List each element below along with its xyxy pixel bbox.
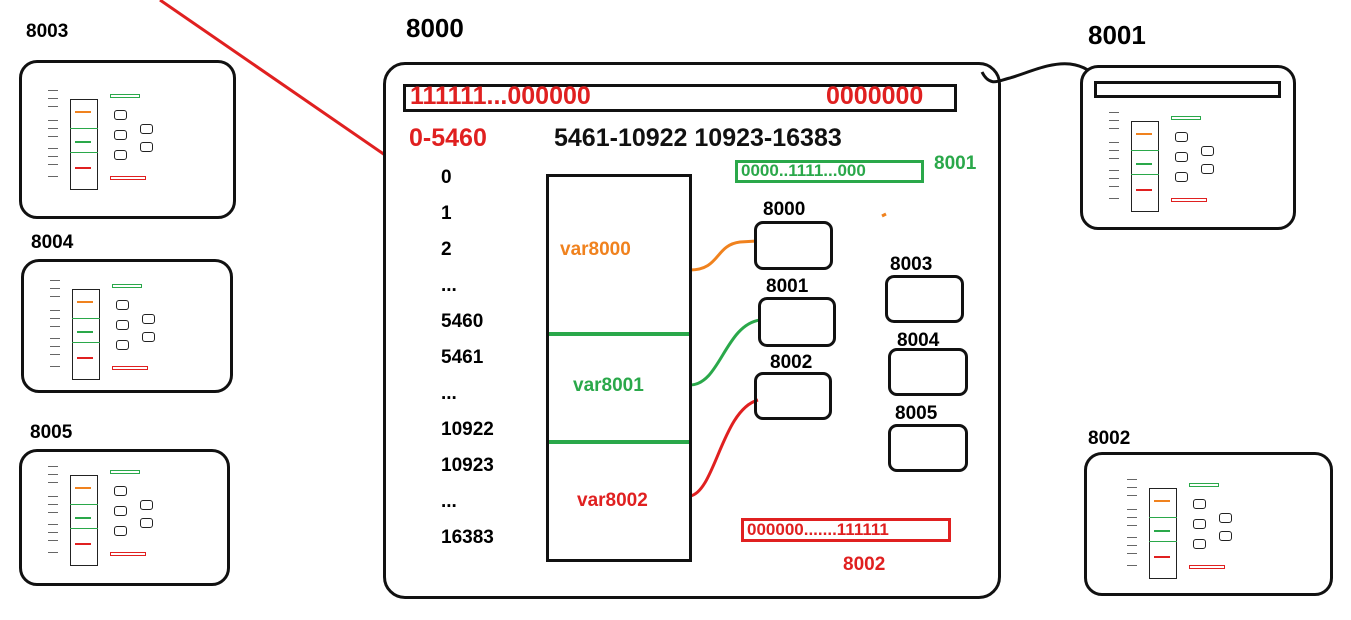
slot-bitmap-right: 0000000 bbox=[826, 82, 924, 110]
other-node-label-8005: 8005 bbox=[895, 403, 938, 424]
slot-index: 1 bbox=[441, 203, 452, 224]
bitmap-8002-box bbox=[741, 518, 951, 542]
peer-node-8002[interactable] bbox=[1084, 452, 1333, 596]
link-var8000 bbox=[689, 239, 758, 272]
segment-label-var8001: var8001 bbox=[573, 375, 644, 396]
bitmap-8001-node: 8001 bbox=[934, 153, 977, 174]
linked-node-8002[interactable] bbox=[754, 372, 832, 420]
other-node-label-8003: 8003 bbox=[890, 254, 933, 275]
other-node-label-8004: 8004 bbox=[897, 330, 940, 351]
main-node-title: 8000 bbox=[406, 13, 464, 43]
bitmap-8001-box bbox=[735, 160, 924, 183]
link-var8001 bbox=[689, 318, 761, 387]
peer-thumbnail bbox=[48, 280, 188, 380]
segment-label-var8000: var8000 bbox=[560, 239, 631, 260]
segment-label-var8002: var8002 bbox=[577, 490, 648, 511]
slot-index: ... bbox=[441, 275, 457, 296]
bitmap-8001-bits: 0000..1111...000 bbox=[741, 161, 866, 180]
diagonal-red-line bbox=[159, 0, 386, 157]
other-node-8005[interactable] bbox=[888, 424, 968, 472]
slot-index: 10922 bbox=[441, 419, 494, 440]
slot-index: 10923 bbox=[441, 455, 494, 476]
linked-node-label-8001: 8001 bbox=[766, 276, 809, 297]
link-var8002 bbox=[689, 398, 759, 498]
peer-thumbnail bbox=[1107, 112, 1247, 212]
peer-title-8003: 8003 bbox=[26, 21, 69, 42]
slot-bar-outline bbox=[1094, 81, 1281, 98]
peer-node-8003[interactable] bbox=[19, 60, 236, 219]
orange-dot bbox=[881, 212, 887, 218]
peer-title-8005: 8005 bbox=[30, 422, 73, 443]
slot-index: 5461 bbox=[441, 347, 484, 368]
slot-bitmap-left: 111111...000000 bbox=[410, 82, 591, 110]
slot-index: ... bbox=[441, 383, 457, 404]
peer-thumbnail bbox=[46, 90, 186, 190]
other-node-8003[interactable] bbox=[885, 275, 964, 323]
slot-index: 16383 bbox=[441, 527, 494, 548]
linked-node-label-8002: 8002 bbox=[770, 352, 813, 373]
slot-segment-column bbox=[546, 174, 692, 562]
linked-node-label-8000: 8000 bbox=[763, 199, 806, 220]
slot-index: 5460 bbox=[441, 311, 484, 332]
peer-node-8005[interactable] bbox=[19, 449, 230, 586]
other-node-8004[interactable] bbox=[888, 348, 968, 396]
range-rest: 5461-10922 10923-16383 bbox=[554, 124, 842, 152]
linked-node-8001[interactable] bbox=[758, 297, 836, 347]
peer-title-8004: 8004 bbox=[31, 232, 74, 253]
bitmap-8002-bits: 000000.......111111 bbox=[747, 520, 889, 539]
slot-index: 0 bbox=[441, 167, 452, 188]
linked-node-8000[interactable] bbox=[754, 221, 833, 270]
slot-index: 2 bbox=[441, 239, 452, 260]
peer-title-8001: 8001 bbox=[1088, 20, 1146, 50]
peer-title-8002: 8002 bbox=[1088, 428, 1131, 449]
range-first: 0-5460 bbox=[409, 124, 487, 152]
peer-thumbnail bbox=[1125, 479, 1265, 579]
peer-thumbnail bbox=[46, 466, 186, 566]
bitmap-8002-node: 8002 bbox=[843, 554, 886, 575]
slot-bitmap-bar bbox=[403, 84, 957, 112]
peer-node-8001[interactable] bbox=[1080, 65, 1296, 230]
slot-index: ... bbox=[441, 491, 457, 512]
peer-node-8004[interactable] bbox=[21, 259, 233, 393]
main-node-frame[interactable] bbox=[383, 62, 1001, 599]
